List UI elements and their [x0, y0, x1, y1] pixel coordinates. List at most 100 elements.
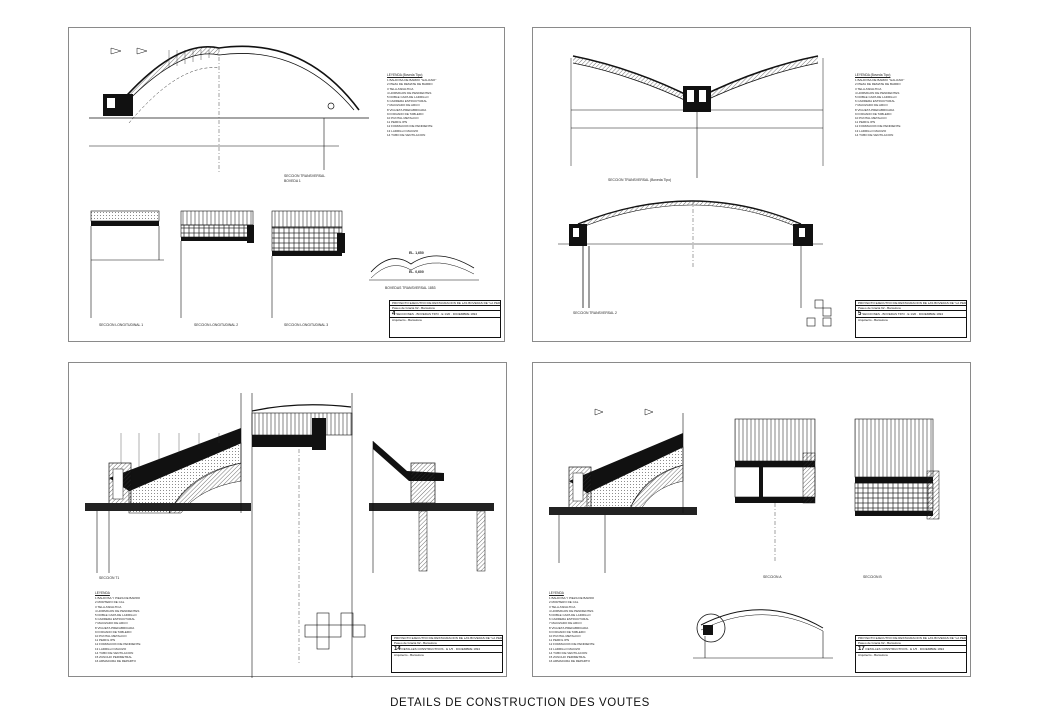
drawing-sheet-4: SECCION A SECCION B LEYENDA 1 BALDOSA Y … — [532, 362, 971, 677]
title-block-scale: E 1/20 — [907, 312, 917, 316]
legend-item: 3 TELA ASFALTICA — [95, 604, 122, 609]
legend-item: 3 TELA ASFALTICA — [855, 86, 882, 91]
title-block-address: Paseo de Gracia 92 - Barcelona — [856, 306, 966, 311]
page-caption: DETAILS DE CONSTRUCTION DES VOUTES — [390, 697, 650, 709]
title-block-date: DICIEMBRE 1994 — [919, 647, 945, 651]
title-block-address: Paseo de Gracia 92 - Barcelona — [392, 641, 502, 646]
legend-item: 6 CARRERA ESTRUCTURAL — [855, 99, 896, 104]
legend-title: LEYENDA — [549, 591, 564, 595]
title-block-date: DICIEMBRE 1994 — [918, 312, 944, 316]
vault-section-drawing-1 — [89, 45, 479, 318]
sheet1-label-section: SECCION TRANSVERSAL — [284, 174, 326, 178]
legend-item: 11 PERFIL IPN — [855, 120, 876, 125]
legend-item: 5 DOBLE CAPA DE LADRILLO — [387, 95, 429, 100]
legend-title: LEYENDA — [95, 591, 110, 595]
legend-item: 8 VIGUETA PREFABRICADA — [855, 107, 895, 112]
sheet4-label-section-a: SECCION A — [763, 575, 782, 579]
legend-item: 10 PUNTAL METALICO — [855, 116, 887, 121]
legend-item: 15 ZUNCHO PERIMETRAL — [549, 655, 587, 660]
sheet1-label-vault-elev: BOVEDAS TRANSVERSAL 1853 — [385, 286, 436, 290]
title-block-desc: DETALLES CONSTRUCTIVOS — [865, 647, 908, 651]
legend-item: 10 PUNTAL METALICO — [549, 634, 581, 639]
sheet1-label-vault: BOVEDA 1 — [284, 179, 301, 183]
legend-item: 9 FORJADO DE TABLERO — [95, 629, 132, 634]
title-block-scale: E 1/5 — [910, 647, 918, 651]
legend-item: 7 MACIZADO DE ARCO — [95, 621, 128, 626]
sheet3-label-section: SECCION T1 — [99, 576, 120, 580]
sheet2-label-section-2: SECCION TRANSVERSAL 2 — [573, 311, 617, 315]
legend-item: 4 HORMIGON DE PENDIENTES — [387, 90, 432, 95]
legend-item: 11 PERFIL IPN — [95, 638, 116, 643]
legend-item: 2 PIEZA DE REMATE DE BARRO — [387, 82, 433, 87]
title-block-desc: SECCIONES - BOVEDAS TIPO — [862, 312, 905, 316]
title-block-address: Paseo de Gracia 92 - Barcelona — [390, 306, 500, 311]
legend-item: 9 FORJADO DE TABLERO — [387, 111, 424, 116]
title-block-number: 14 — [394, 646, 401, 652]
title-block-date: DICIEMBRE 1994 — [452, 312, 478, 316]
sheet4-legend: LEYENDA 1 BALDOSA Y PIEZA DE BARRO 2 MOR… — [549, 591, 595, 663]
legend-item: 15 ZUNCHO PERIMETRAL — [95, 655, 133, 660]
sheet3-legend: LEYENDA 1 BALDOSA Y PIEZA DE BARRO 2 MOR… — [95, 591, 141, 663]
title-block-author: Arquitecto - Barcelona — [394, 653, 424, 657]
sheet1-label-long3: SECCION LONGITUDINAL 3 — [284, 323, 329, 327]
legend-item: 12 FORMACION DE PENDIENTE — [549, 642, 595, 647]
vault-section-drawing-2 — [558, 55, 832, 327]
construction-detail-drawing-3 — [85, 393, 494, 678]
title-block-author: Arquitecto - Barcelona — [392, 318, 422, 322]
legend-item: 5 DOBLE CAPA DE LADRILLO — [95, 613, 137, 618]
legend-item: 12 FORMACION DE PENDIENTE — [95, 642, 141, 647]
legend-item: 13 LADRILLO MACIZO — [387, 128, 419, 133]
title-block-author: Arquitecto - Barcelona — [858, 653, 888, 657]
sheet1-level-1: EL. 1,650 — [409, 251, 424, 255]
legend-item: 2 MORTERO DE CAL — [95, 600, 125, 605]
legend-item: 6 CARRERA ESTRUCTURAL — [387, 99, 428, 104]
sheet2-legend: LEYENDA (Boveda Tipo) 1 BALDOSA DE BARRO… — [855, 73, 904, 137]
legend-item: 13 LADRILLO MACIZO — [549, 646, 581, 651]
legend-item: 11 PERFIL IPN — [549, 638, 570, 643]
legend-item: 14 TUBO DE VENTILACION — [855, 132, 894, 137]
legend-item: 4 HORMIGON DE PENDIENTES — [95, 608, 140, 613]
legend-item: 12 FORMACION DE PENDIENTE — [387, 124, 433, 129]
legend-title: LEYENDA (Boveda Tipo) — [855, 73, 891, 77]
sheet3-title-block: PROYECTO EJECUTIVO DE RESTAURACION DE LA… — [391, 635, 503, 673]
legend-item: 1 BALDOSA Y PIEZA DE BARRO — [95, 596, 141, 601]
legend-item: 7 MACIZADO DE ARCO — [855, 103, 888, 108]
legend-item: 3 TELA ASFALTICA — [549, 604, 576, 609]
title-block-author: Arquitecto - Barcelona — [858, 318, 888, 322]
legend-item: 10 PUNTAL METALICO — [95, 634, 127, 639]
construction-detail-drawing-4 — [549, 408, 940, 659]
legend-item: 12 FORMACION DE PENDIENTE — [855, 124, 901, 129]
legend-item: 10 PUNTAL METALICO — [387, 116, 419, 121]
sheet4-label-section-b: SECCION B — [863, 575, 882, 579]
drawing-sheet-1: SECCION TRANSVERSAL BOVEDA 1 SECCION LON… — [68, 27, 505, 342]
sheet2-title-block: PROYECTO EJECUTIVO DE RESTAURACION DE LA… — [855, 300, 967, 338]
title-block-number: 4 — [392, 311, 396, 317]
sheet1-level-2: EL. 0,600 — [409, 270, 424, 274]
legend-item: 9 FORJADO DE TABLERO — [549, 629, 586, 634]
legend-item: 11 PERFIL IPN — [387, 120, 408, 125]
title-block-number: 5 — [858, 311, 862, 317]
legend-item: 4 HORMIGON DE PENDIENTES — [549, 608, 594, 613]
legend-item: 8 VIGUETA PREFABRICADA — [95, 625, 135, 630]
title-block-date: DICIEMBRE 1994 — [455, 647, 481, 651]
legend-item: 6 CARRERA ESTRUCTURAL — [549, 617, 590, 622]
legend-item: 1 BALDOSA Y PIEZA DE BARRO — [549, 596, 595, 601]
legend-item: 3 TELA ASFALTICA — [387, 86, 414, 91]
title-block-address: Paseo de Gracia 92 - Barcelona — [856, 641, 966, 646]
legend-item: 14 TUBO DE VENTILACION — [95, 650, 134, 655]
drawing-sheet-3: SECCION T1 LEYENDA 1 BALDOSA Y PIEZA DE … — [68, 362, 507, 678]
legend-item: 4 HORMIGON DE PENDIENTES — [855, 90, 900, 95]
sheet1-title-block: PROYECTO EJECUTIVO DE RESTAURACION DE LA… — [389, 300, 501, 338]
title-block-scale: E 1/5 — [446, 647, 454, 651]
legend-item: 7 MACIZADO DE ARCO — [549, 621, 582, 626]
title-block-scale: E 1/20 — [441, 312, 451, 316]
title-block-desc: DETALLES CONSTRUCTIVOS — [401, 647, 444, 651]
legend-item: 5 DOBLE CAPA DE LADRILLO — [855, 95, 897, 100]
title-block-project: PROYECTO EJECUTIVO DE RESTAURACION DE LA… — [392, 636, 502, 641]
legend-item: 14 TUBO DE VENTILACION — [549, 650, 588, 655]
title-block-desc: SECCIONES - BOVEDAS TIPO — [396, 312, 439, 316]
legend-item: 14 TUBO DE VENTILACION — [387, 132, 426, 137]
legend-item: 16 ARMADURA DE REPARTO — [549, 659, 591, 664]
legend-item: 1 BALDOSA DE BARRO "GALIANO" — [387, 78, 437, 83]
legend-item: 5 DOBLE CAPA DE LADRILLO — [549, 613, 591, 618]
